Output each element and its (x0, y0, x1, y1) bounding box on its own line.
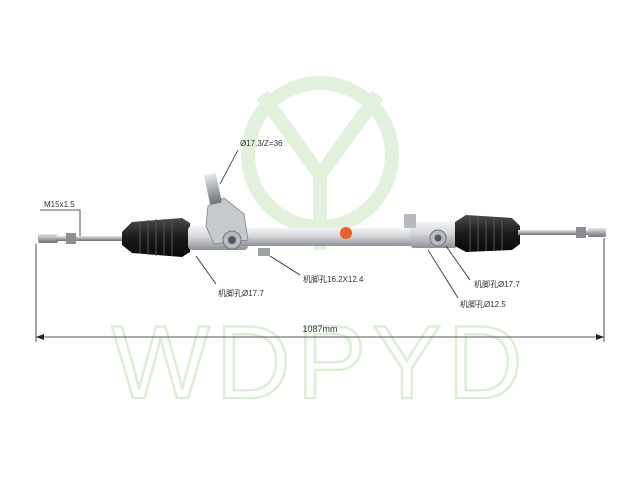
mount-right-top-label: 机脚孔Ø17.7 (474, 279, 520, 289)
rack-tube (240, 228, 426, 246)
thread-label: M15x1.5 (44, 200, 75, 209)
mount-left-label: 机脚孔Ø17.7 (218, 288, 264, 298)
rack-housing (188, 173, 458, 256)
right-tie-rod (518, 227, 606, 238)
mount-center-leader (269, 255, 301, 276)
mount-right-bottom-leader (427, 249, 459, 299)
left-tie-rod (38, 233, 128, 244)
left-boot (122, 218, 190, 257)
mount-center-label: 机脚孔16.2X12.4 (303, 274, 364, 284)
mount-right-top-leader (445, 245, 471, 281)
color-dot-marker (340, 227, 352, 239)
right-boot (455, 215, 520, 252)
right-mount-bracket (404, 214, 416, 228)
left-boot-ribs (139, 219, 173, 256)
dimension-arrow-left (36, 334, 44, 340)
mount-right-bottom-label: 机脚孔Ø12.5 (460, 299, 506, 309)
left-lock-nut (66, 233, 76, 244)
dimension-label: 1087mm (302, 324, 337, 334)
pinion-label: Ø17.3/Z=36 (240, 139, 283, 148)
left-tie-rod-shaft (56, 236, 128, 241)
right-tie-rod-end (588, 228, 606, 237)
watermark-text: WDPYD (111, 305, 528, 421)
watermark-y-shape (256, 90, 384, 187)
thread-leader (40, 209, 81, 236)
right-boot-ribs (469, 216, 503, 251)
left-tie-rod-end (38, 234, 58, 243)
pinion-leader (219, 149, 239, 185)
right-mount-hole (434, 234, 442, 242)
right-lock-nut (576, 227, 586, 238)
pinion-shaft (204, 173, 222, 205)
right-tie-rod-shaft (518, 230, 592, 235)
mount-left-leader (195, 255, 217, 285)
annotations: Ø17.3/Z=36 M15x1.5 机脚孔Ø17.7 机脚孔16.2X12.4… (40, 139, 520, 309)
center-mount-tab (258, 248, 270, 256)
dimension-arrow-right (596, 334, 604, 340)
watermark-logo (241, 76, 399, 250)
left-mount-hole (228, 236, 236, 244)
overall-dimension: 1087mm (35, 238, 605, 342)
right-boot-body (455, 215, 520, 252)
